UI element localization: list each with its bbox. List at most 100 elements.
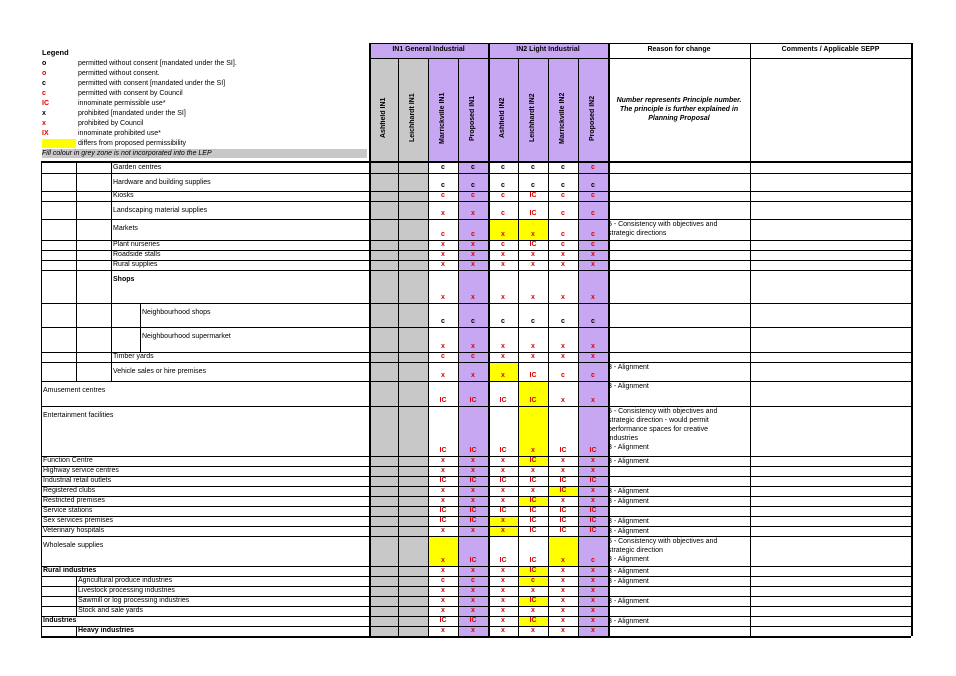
permissibility-cell: c (471, 231, 475, 238)
row-label: Highway service centres (43, 467, 119, 474)
row-label: Function Centre (43, 457, 93, 464)
permissibility-cell: c (561, 210, 565, 217)
row-label: Industrial retail outlets (43, 477, 112, 484)
row-label: Service stations (43, 507, 93, 514)
permissibility-cell: x (441, 487, 445, 494)
permissibility-cell: IC (469, 477, 477, 484)
indent-line (140, 303, 141, 352)
permissibility-cell: IC (529, 557, 537, 564)
row-line (41, 327, 911, 328)
legend-symbol: IX (42, 130, 49, 137)
permissibility-cell: x (441, 372, 445, 379)
permissibility-cell: x (591, 497, 595, 504)
permissibility-cell: IC (559, 507, 567, 514)
row-label: Neighbourhood supermarket (142, 333, 231, 340)
legend-item: x prohibited [mandated under the SI] (42, 109, 368, 119)
permissibility-cell: c (561, 192, 565, 199)
permissibility-cell: x (501, 294, 505, 301)
permissibility-cell: x (471, 567, 475, 574)
legend-item: differs from proposed permissibility (42, 139, 368, 149)
permissibility-cell: x (591, 294, 595, 301)
permissibility-cell: x (471, 241, 475, 248)
permissibility-cell: x (591, 343, 595, 350)
permissibility-cell: x (561, 353, 565, 360)
in1-header-fill (369, 43, 488, 58)
permissibility-cell: IC (529, 372, 537, 379)
permissibility-cell: x (561, 294, 565, 301)
permissibility-cell: x (471, 251, 475, 258)
row-line (41, 456, 911, 457)
permissibility-cell: c (591, 182, 595, 189)
principle-note: Number represents Principle number. The … (616, 97, 742, 122)
legend-text: prohibited [mandated under the SI] (78, 110, 186, 117)
differs-highlight (518, 596, 548, 606)
legend-text: prohibited by Council (78, 120, 144, 127)
row-label: Vehicle sales or hire premises (113, 368, 206, 375)
permissibility-cell: x (441, 607, 445, 614)
permissibility-cell: x (471, 607, 475, 614)
permissibility-cell: IC (559, 487, 567, 494)
row-line (41, 173, 911, 174)
legend-symbol: x (42, 110, 46, 117)
row-line (41, 566, 911, 567)
row-line (41, 260, 911, 261)
permissibility-cell: x (471, 457, 475, 464)
permissibility-cell: x (471, 587, 475, 594)
permissibility-cell: IC (529, 457, 537, 464)
permissibility-cell: x (501, 261, 505, 268)
permissibility-cell: x (501, 343, 505, 350)
permissibility-cell: IC (529, 597, 537, 604)
differs-highlight (488, 516, 518, 526)
row-label: Rural supplies (113, 261, 158, 268)
row-label: Kiosks (113, 192, 134, 199)
permissibility-cell: c (591, 210, 595, 217)
reason-text: 3 - Alignment (608, 577, 746, 586)
permissibility-cell: IC (439, 477, 447, 484)
reason-line: 3 - Alignment (608, 364, 649, 371)
permissibility-cell: c (591, 241, 595, 248)
permissibility-cell: IC (499, 397, 507, 404)
permissibility-cell: IC (529, 617, 537, 624)
permissibility-cell: x (471, 343, 475, 350)
differs-highlight (518, 566, 548, 576)
permissibility-cell: x (561, 467, 565, 474)
permissibility-cell: c (561, 182, 565, 189)
row-label: Shops (113, 276, 135, 283)
permissibility-cell: x (591, 607, 595, 614)
row-label: Entertainment facilities (43, 412, 114, 419)
differs-highlight (488, 219, 518, 240)
column-header-fill (548, 58, 578, 161)
permissibility-cell: x (441, 527, 445, 534)
permissibility-cell: x (441, 241, 445, 248)
reason-line: 3 - Alignment (608, 498, 649, 505)
permissibility-cell: c (501, 318, 505, 325)
row-line (41, 466, 911, 467)
legend-symbol: o (42, 60, 47, 67)
permissibility-cell: c (591, 231, 595, 238)
permissibility-cell: IC (559, 477, 567, 484)
v-line (488, 43, 490, 636)
permissibility-cell: x (471, 627, 475, 634)
permissibility-cell: IC (469, 517, 477, 524)
legend-text: permitted without consent [mandated unde… (78, 60, 237, 67)
permissibility-cell: x (471, 487, 475, 494)
permissibility-cell: x (591, 617, 595, 624)
permissibility-cell: IC (589, 477, 597, 484)
v-line (398, 58, 399, 636)
permissibility-cell: c (561, 372, 565, 379)
differs-highlight (488, 362, 518, 381)
permissibility-cell: c (591, 372, 595, 379)
column-header-fill (518, 58, 548, 161)
permissibility-cell: x (471, 261, 475, 268)
v-line (369, 43, 371, 636)
legend-text: permitted with consent [mandated under t… (78, 80, 226, 87)
permissibility-cell: x (471, 597, 475, 604)
permissibility-cell: c (471, 577, 475, 584)
permissibility-cell: x (531, 587, 535, 594)
in1-header: IN1 General Industrial (392, 46, 465, 53)
permissibility-cell: x (591, 457, 595, 464)
